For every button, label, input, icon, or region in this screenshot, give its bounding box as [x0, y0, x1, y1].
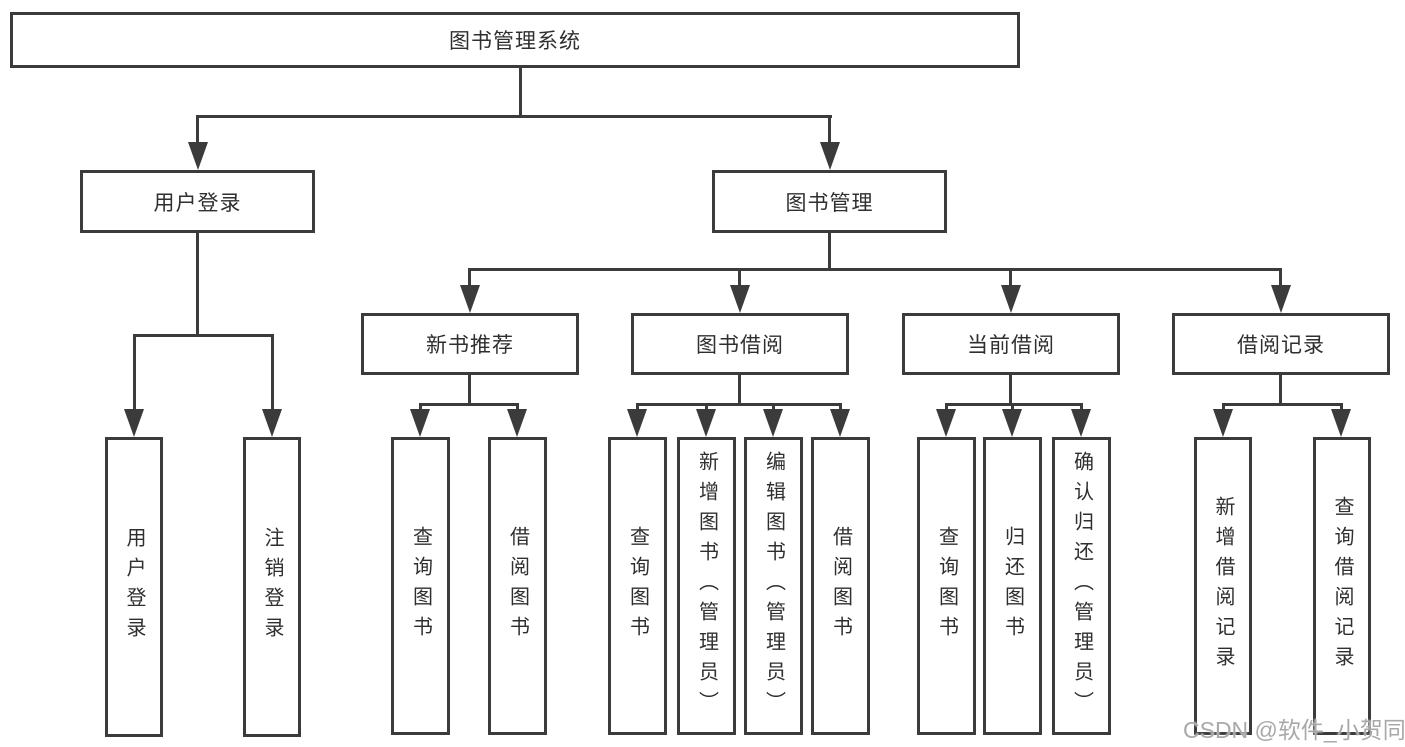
node-leaf-logout: 注销登录	[243, 437, 301, 737]
connector-line	[519, 68, 522, 118]
node-cb-return-book: 归还图书	[983, 437, 1042, 735]
connector-line	[772, 403, 775, 411]
arrow-down-icon	[1331, 409, 1351, 437]
node-bb-query-book: 查询图书	[608, 437, 667, 735]
watermark: CSDN @软件_小贺同学	[1183, 717, 1405, 743]
arrow-down-icon	[627, 409, 647, 437]
arrow-down-icon	[460, 285, 480, 313]
arrow-down-icon	[696, 409, 716, 437]
arrow-down-icon	[1002, 409, 1022, 437]
connector-line	[419, 403, 519, 406]
node-nbr-borrow-book: 借阅图书	[488, 437, 547, 735]
connector-line	[945, 403, 948, 411]
connector-line	[705, 403, 708, 411]
connector-line	[1222, 403, 1225, 411]
node-nbr-query-book: 查询图书	[391, 437, 450, 735]
connector-line	[196, 115, 832, 118]
connector-line	[468, 375, 471, 406]
connector-line	[1080, 403, 1083, 411]
node-book-management: 图书管理	[712, 170, 947, 233]
node-book-borrow: 图书借阅	[631, 313, 849, 375]
connector-line	[516, 403, 519, 411]
arrow-down-icon	[936, 409, 956, 437]
connector-line	[738, 268, 741, 287]
arrow-down-icon	[830, 409, 850, 437]
arrow-down-icon	[1271, 285, 1291, 313]
arrow-down-icon	[820, 142, 840, 170]
arrow-down-icon	[1213, 409, 1233, 437]
arrow-down-icon	[763, 409, 783, 437]
arrow-down-icon	[188, 142, 208, 170]
connector-line	[271, 334, 274, 411]
connector-line	[828, 115, 831, 144]
connector-line	[1011, 403, 1014, 411]
node-bb-borrow-book: 借阅图书	[811, 437, 870, 735]
connector-line	[839, 403, 842, 411]
node-br-add-record: 新增借阅记录	[1194, 437, 1252, 735]
connector-line	[636, 403, 639, 411]
node-borrow-record: 借阅记录	[1172, 313, 1390, 375]
arrow-down-icon	[1071, 409, 1091, 437]
node-bb-add-book: 新增图书（管理员）	[677, 437, 736, 735]
connector-line	[133, 334, 274, 337]
connector-line	[196, 115, 199, 144]
node-bb-edit-book: 编辑图书（管理员）	[744, 437, 803, 735]
connector-line	[1279, 375, 1282, 406]
arrow-down-icon	[1001, 285, 1021, 313]
connector-line	[468, 268, 471, 287]
connector-line	[1009, 375, 1012, 406]
arrow-down-icon	[730, 285, 750, 313]
connector-line	[419, 403, 422, 411]
arrow-down-icon	[410, 409, 430, 437]
node-cb-confirm-return: 确认归还（管理员）	[1052, 437, 1111, 735]
node-current-borrow: 当前借阅	[902, 313, 1120, 375]
node-cb-query-book: 查询图书	[917, 437, 976, 735]
arrow-down-icon	[262, 409, 282, 437]
connector-line	[133, 334, 136, 411]
connector-line	[738, 375, 741, 406]
connector-line	[828, 233, 831, 271]
node-user-login: 用户登录	[80, 170, 315, 233]
connector-line	[196, 233, 199, 337]
node-root: 图书管理系统	[10, 12, 1020, 68]
connector-line	[636, 403, 842, 406]
node-br-query-record: 查询借阅记录	[1313, 437, 1371, 735]
node-leaf-user-login: 用户登录	[105, 437, 163, 737]
connector-line	[1279, 268, 1282, 287]
arrow-down-icon	[507, 409, 527, 437]
arrow-down-icon	[124, 409, 144, 437]
node-new-book-recommend: 新书推荐	[361, 313, 579, 375]
connector-line	[1222, 403, 1342, 406]
connector-line	[1009, 268, 1012, 287]
connector-line	[1340, 403, 1343, 411]
connector-line	[468, 268, 1282, 271]
